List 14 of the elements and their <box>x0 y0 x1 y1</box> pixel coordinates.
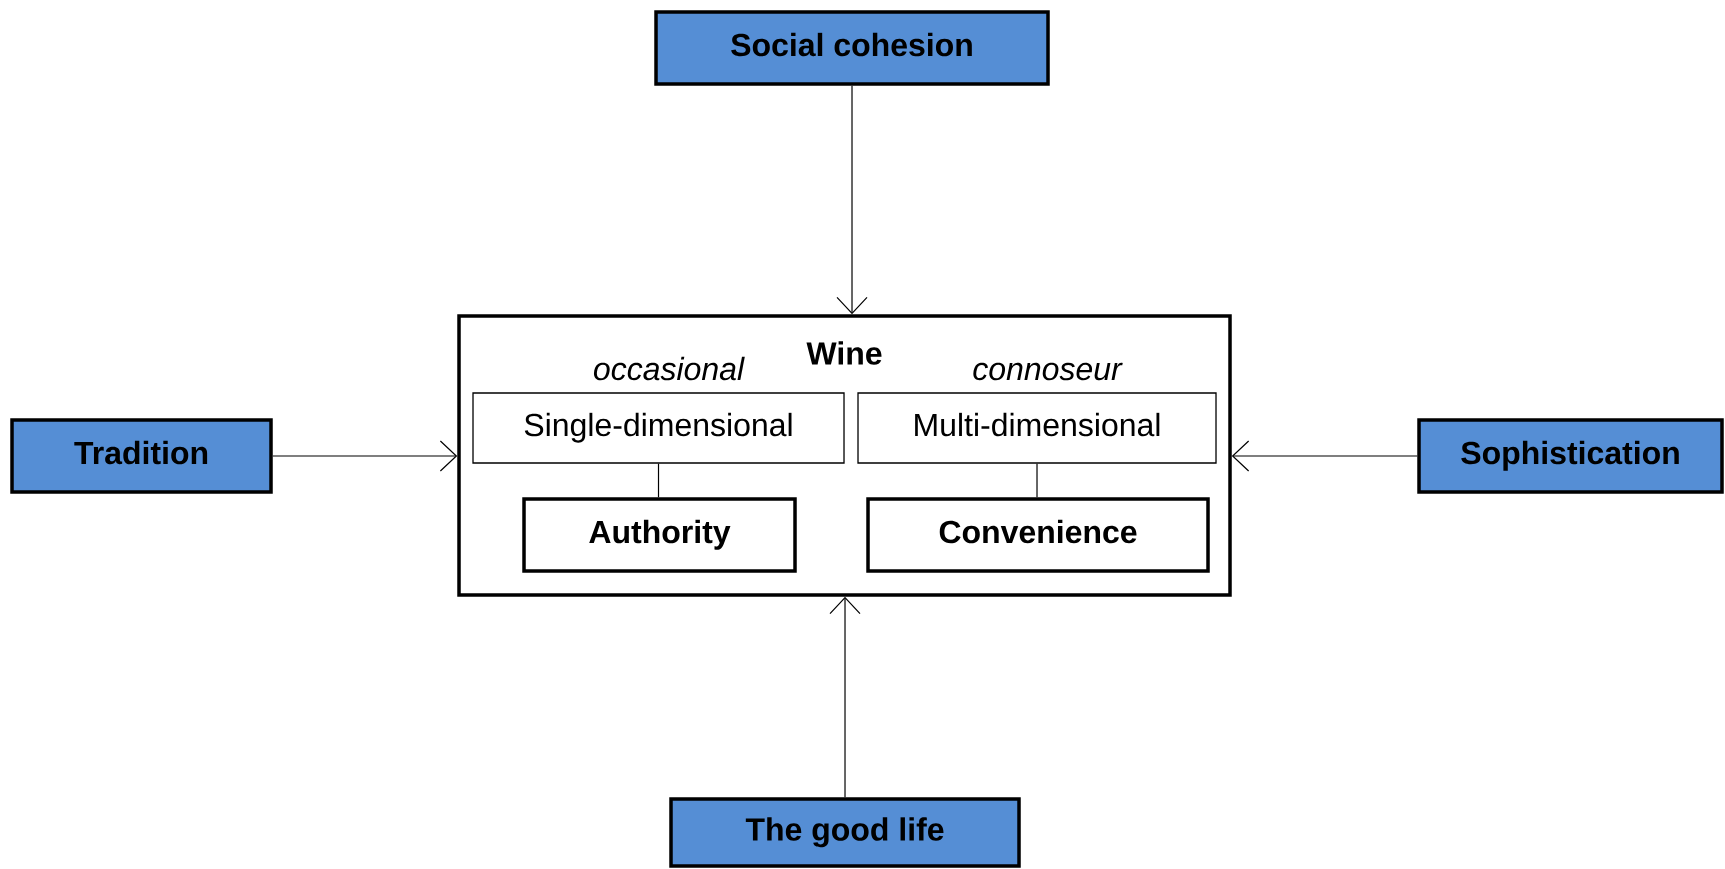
connector-line <box>657 463 660 498</box>
attribute-box: Convenience <box>866 497 1210 573</box>
arrow <box>272 440 458 472</box>
attribute-box: Authority <box>522 497 797 573</box>
concept-box: Tradition <box>10 418 273 494</box>
node-label: occasional <box>593 356 745 381</box>
arrow <box>1231 440 1418 472</box>
concept-box: Sophistication <box>1417 418 1724 494</box>
connector-line <box>1036 463 1038 498</box>
concept-box: The good life <box>669 797 1021 868</box>
concept-box: Social cohesion <box>654 10 1050 86</box>
node-label: connoseur <box>973 362 1123 381</box>
arrow <box>829 596 861 798</box>
arrow <box>836 85 868 315</box>
